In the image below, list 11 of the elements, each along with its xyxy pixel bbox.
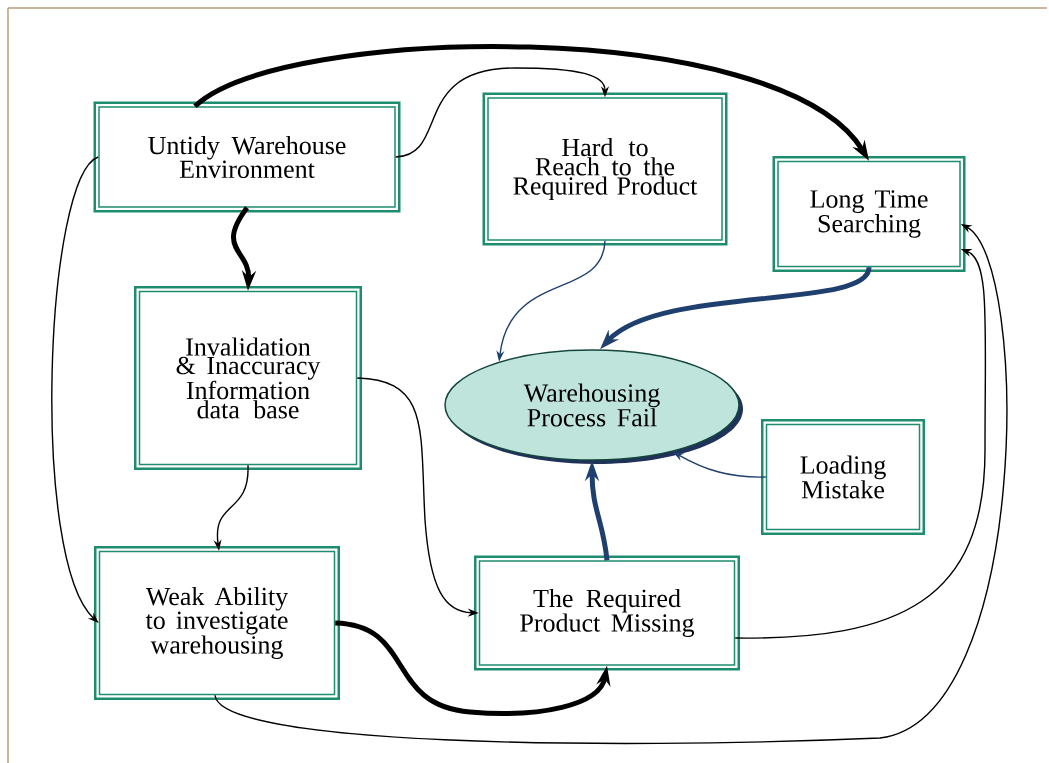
cause-box: The Required Product Missing xyxy=(474,555,740,671)
cause-box: Weak Ability to investigate warehousing xyxy=(94,546,340,700)
cause-box: Hard to Reach to the Required Product xyxy=(482,92,728,246)
cause-box: Invalidation & Inaccuracy Information data base xyxy=(134,286,362,470)
arrow xyxy=(734,249,987,639)
cause-box: Long Time Searching xyxy=(772,156,966,272)
arrow xyxy=(51,156,99,623)
arrow xyxy=(214,224,1008,745)
cause-box: Loading Mistake xyxy=(761,419,925,535)
cause-box: Untidy Warehouse Environment xyxy=(93,101,401,213)
arrow xyxy=(395,67,610,158)
